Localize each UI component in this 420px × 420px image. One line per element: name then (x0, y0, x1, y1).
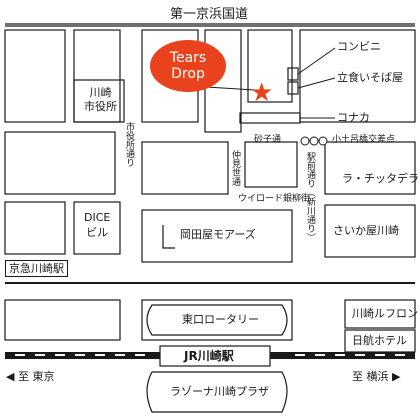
route-1-road-label: 第一京浜国道 (170, 7, 249, 22)
lufront-label: 川崎ルフロン (352, 307, 418, 320)
lazona-label: ラゾーナ川崎プラザ (170, 385, 269, 398)
sunago-street-label: 砂子通 (254, 135, 282, 145)
city-hall-label: 川崎 市役所 (84, 86, 117, 113)
city-hall-street-label: 市役所通り (124, 122, 134, 167)
convenience-store-label: コンビニ (337, 40, 381, 53)
nakamise-street-label: 仲見世通 (230, 150, 240, 186)
east-rotary-label: 東口ロータリー (182, 313, 259, 326)
dice-building-label: DICE ビル (84, 211, 111, 239)
shop-name-line2: Drop (171, 66, 205, 82)
intersection-label: 小土呂橋交差点 (332, 135, 396, 145)
okadaya-label: 岡田屋モアーズ (180, 228, 256, 241)
soba-stand-label: 立食いそば屋 (337, 71, 403, 84)
station-street-label: 駅前通り（新川通り） (305, 152, 315, 242)
to-yokohama-label: 至 横浜 ▶ (352, 370, 401, 383)
jr-station-label: JR川崎駅 (184, 349, 234, 363)
keikyu-station-label: 京急川崎駅 (5, 260, 68, 277)
shop-bubble: Tears Drop (150, 40, 226, 92)
shop-name-line1: Tears (169, 50, 207, 66)
saikaya-label: さいか屋川崎 (333, 224, 399, 237)
gin-yanagi-street-label: ウイロード銀柳街 (238, 194, 311, 204)
la-cittadella-label: ラ・チッタデラ (342, 172, 419, 185)
konaka-label: コナカ (337, 111, 370, 124)
nikko-hotel-label: 日航ホテル (352, 334, 407, 347)
shop-location-star-icon: ★ (250, 78, 274, 108)
to-tokyo-label: ◀ 至 東京 (6, 370, 55, 383)
